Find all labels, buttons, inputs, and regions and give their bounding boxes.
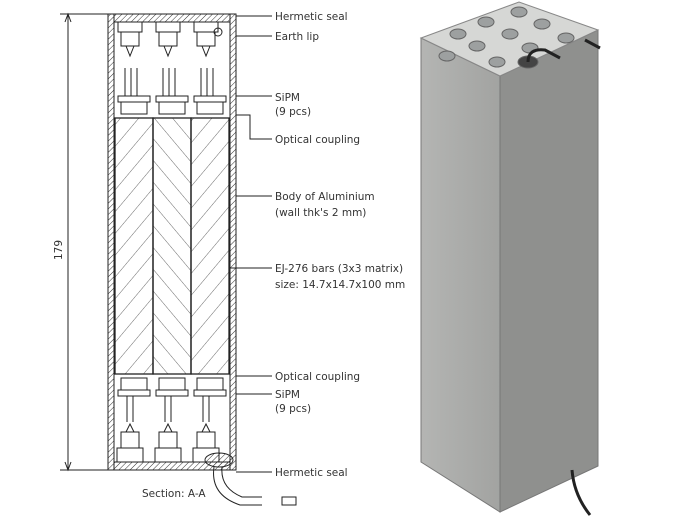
label-sipm-bottom-count: (9 pcs) <box>275 403 311 415</box>
label-sipm-top: SiPM <box>275 92 300 104</box>
label-sipm-top-count: (9 pcs) <box>275 106 311 118</box>
label-bars-size: size: 14.7x14.7x100 mm <box>275 279 405 291</box>
isometric-view <box>419 1 601 516</box>
label-hermetic-seal-top: Hermetic seal <box>275 11 348 23</box>
label-hermetic-seal-bottom: Hermetic seal <box>275 467 348 479</box>
label-sipm-bottom: SiPM <box>275 389 300 401</box>
scintillator-bars <box>114 117 230 375</box>
dimension-label: 179 <box>53 240 65 260</box>
label-optical-coupling-top: Optical coupling <box>275 134 360 146</box>
label-section: Section: A-A <box>142 488 206 500</box>
label-earth-lip: Earth lip <box>275 31 319 43</box>
label-optical-coupling-bottom: Optical coupling <box>275 371 360 383</box>
section-view: 179 Hermetic seal Earth lip SiPM (9 pcs)… <box>53 11 405 506</box>
label-body-wall: (wall thk's 2 mm) <box>275 207 366 219</box>
leader-lines <box>229 15 272 473</box>
label-bars: EJ-276 bars (3x3 matrix) <box>275 263 403 275</box>
sipm-assemblies <box>116 21 297 506</box>
label-body: Body of Aluminium <box>275 191 375 203</box>
dimension-line <box>60 12 108 472</box>
